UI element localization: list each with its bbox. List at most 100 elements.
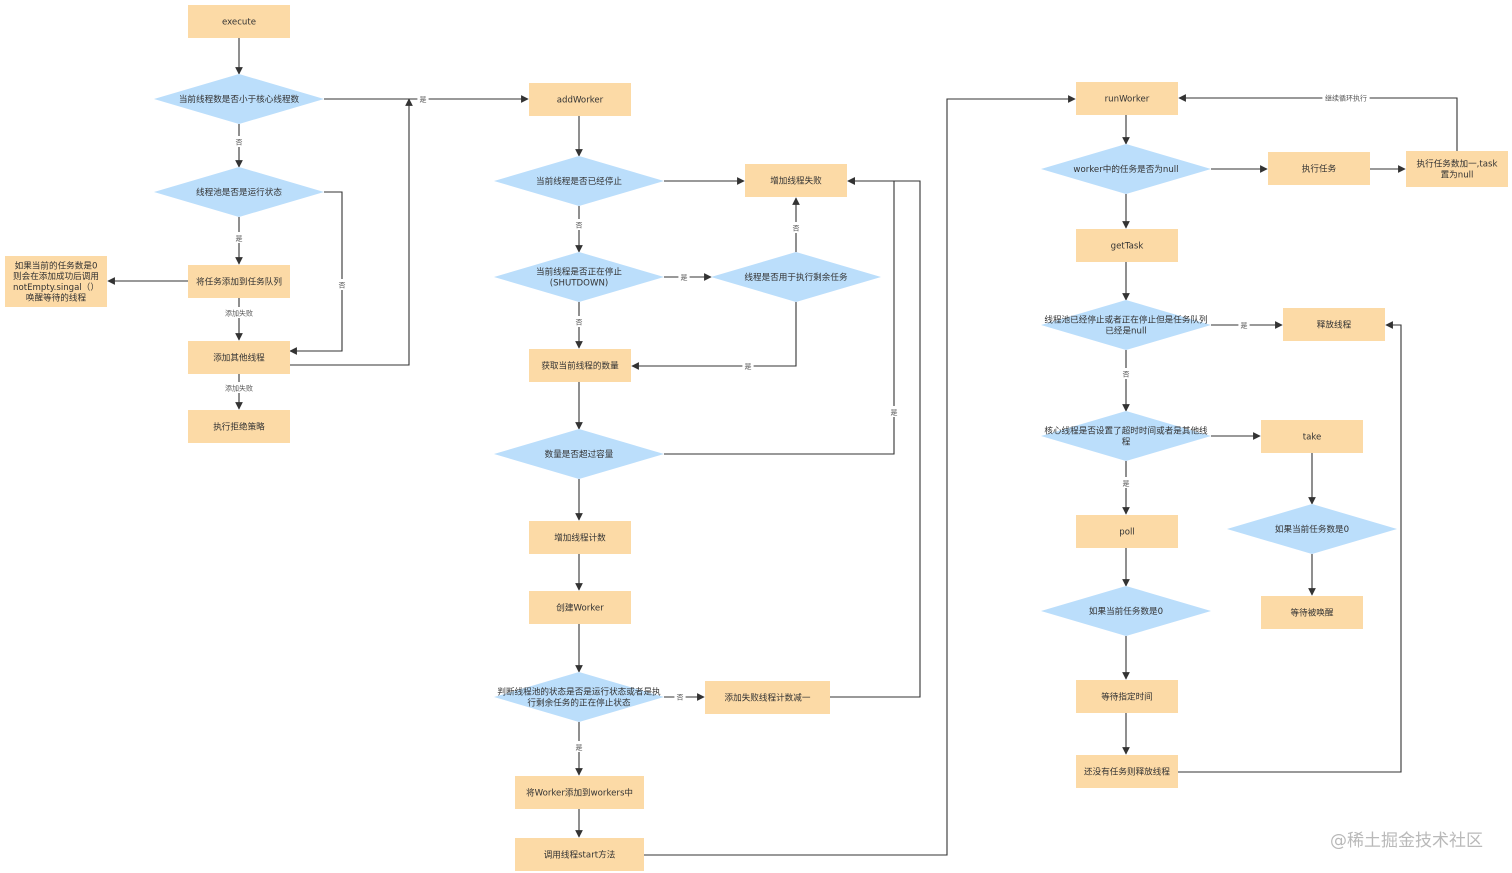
watermark: @稀土掘金技术社区: [1330, 831, 1483, 851]
decision-node-d_zero_take: 如果当前任务数是0: [1227, 504, 1397, 554]
node-shape: [1268, 152, 1370, 185]
decision-node-d_task_null: worker中的任务是否为null: [1041, 144, 1211, 194]
node-shape: [494, 156, 664, 206]
node-label: 当前线程是否正在停止: [536, 266, 622, 278]
node-label: 当前线程是否已经停止: [536, 175, 622, 187]
node-shape: [1041, 586, 1211, 636]
edge-label: 否: [576, 319, 583, 327]
edge-e_dec_fail: [830, 177, 921, 698]
edge-label: 是: [576, 744, 583, 752]
edge-label: 是: [420, 96, 427, 104]
node-label: 将任务添加到任务队列: [196, 276, 282, 288]
edge-label: 添加失败: [225, 309, 253, 318]
node-shape: [494, 672, 664, 722]
node-label: 添加其他线程: [213, 352, 265, 364]
edge-label: 是: [1241, 322, 1248, 330]
node-label: execute: [222, 18, 256, 28]
edge-label-bg: [336, 279, 348, 290]
edge-label-bg: [888, 406, 900, 417]
edge-label: 否: [576, 222, 583, 230]
decision-node-d_zero_poll: 如果当前任务数是0: [1041, 586, 1211, 636]
node-label: 将Worker添加到workers中: [526, 787, 633, 799]
edge-label: 是: [891, 409, 898, 417]
node-label: 获取当前线程的数量: [541, 360, 619, 372]
node-label: 增加线程失败: [770, 175, 822, 187]
node-label: addWorker: [557, 96, 604, 106]
node-shape: [1076, 82, 1178, 115]
edge-label-bg: [1120, 477, 1132, 488]
node-label: 等待被唤醒: [1291, 607, 1334, 619]
edge-label: 继续循环执行: [1325, 94, 1367, 103]
edge-e_running_other: [289, 191, 343, 355]
decision-node-d_capacity: 数量是否超过容量: [494, 429, 664, 479]
node-label: 执行任务: [1302, 163, 1337, 175]
node-shape: [529, 349, 631, 382]
process-node-get_count: 获取当前线程的数量: [529, 349, 631, 382]
process-node-release: 释放线程: [1283, 308, 1385, 341]
edge-label-bg: [417, 93, 429, 104]
node-label: 线程池已经停止或者正在停止但是任务队列: [1044, 314, 1207, 326]
process-node-wait_time: 等待指定时间: [1076, 680, 1178, 713]
edge-e_capacity_fail: [664, 177, 895, 455]
node-shape: [188, 5, 290, 38]
edge-label: 否: [339, 282, 346, 290]
node-label: poll: [1119, 528, 1135, 538]
node-shape: [1076, 680, 1178, 713]
edge-label: 是: [681, 274, 688, 282]
node-label: 当前线程数是否小于核心线程数: [179, 93, 300, 105]
process-node-execute: execute: [188, 5, 290, 38]
process-node-dec_fail: 添加失败线程计数减一: [705, 681, 830, 714]
process-node-getTask: getTask: [1076, 229, 1178, 262]
node-label: take: [1303, 433, 1322, 443]
node-shape: [188, 410, 290, 443]
process-node-addWorker: addWorker: [529, 83, 631, 116]
node-shape: [1076, 515, 1178, 548]
edge-label: 否: [236, 139, 243, 147]
process-node-enqueue: 将任务添加到任务队列: [188, 265, 290, 298]
process-node-wait_wake: 等待被唤醒: [1261, 596, 1363, 629]
edge-label: 是: [1123, 480, 1130, 488]
node-shape: [515, 776, 644, 809]
process-node-add_fail: 增加线程失败: [745, 164, 847, 197]
process-node-reject: 执行拒绝策略: [188, 410, 290, 443]
decision-node-d_remaining: 线程是否用于执行剩余任务: [711, 252, 881, 302]
node-label: 如果当前任务数是0: [1275, 523, 1349, 535]
node-label: 数量是否超过容量: [545, 448, 614, 460]
edge-e_remaining_count: [631, 302, 797, 370]
decision-node-d_core: 当前线程数是否小于核心线程数: [154, 74, 324, 124]
process-node-create_worker: 创建Worker: [529, 591, 631, 624]
edge-label: 否: [1123, 371, 1130, 379]
process-node-poll: poll: [1076, 515, 1178, 548]
node-shape: [515, 838, 644, 871]
node-label: getTask: [1111, 242, 1144, 252]
node-label: 还没有任务则释放线程: [1084, 766, 1170, 778]
process-node-take: take: [1261, 420, 1363, 453]
node-shape: [154, 167, 324, 217]
node-shape: [5, 256, 107, 307]
process-node-inc_count: 增加线程计数: [529, 521, 631, 554]
process-node-release_if_none: 还没有任务则释放线程: [1076, 755, 1178, 788]
node-label: 创建Worker: [556, 602, 604, 614]
edge-label-bg: [742, 360, 754, 371]
node-label: notEmpty.singal（）: [13, 282, 99, 293]
edge-label-bg: [573, 741, 585, 752]
node-shape: [494, 252, 664, 302]
node-label: 执行任务数加一,task: [1417, 158, 1498, 170]
node-label: 等待指定时间: [1101, 691, 1153, 703]
process-node-runWorker: runWorker: [1076, 82, 1178, 115]
node-label: 释放线程: [1317, 319, 1352, 331]
node-label: 线程是否用于执行剩余任务: [744, 271, 848, 283]
edge-label: 是: [236, 235, 243, 243]
node-shape: [1406, 151, 1508, 187]
node-shape: [188, 341, 290, 374]
node-shape: [1041, 411, 1211, 461]
edge-label: 否: [677, 694, 684, 702]
edge-label-bg: [222, 307, 256, 318]
edge-label-bg: [573, 316, 585, 327]
edge-label: 添加失败: [225, 384, 253, 393]
edge-label-bg: [1322, 92, 1370, 103]
node-label: 如果当前的任务数是0: [15, 260, 98, 272]
node-label: 如果当前任务数是0: [1089, 605, 1163, 617]
